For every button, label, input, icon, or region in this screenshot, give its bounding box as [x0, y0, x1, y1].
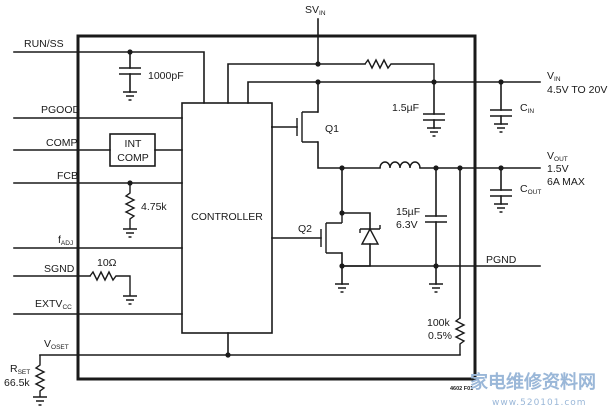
run-ss-ground: [123, 91, 137, 101]
schottky-diode: [359, 225, 381, 245]
q2-ground: [335, 283, 349, 293]
vout-label: VOUT: [547, 150, 568, 163]
figure-id: 4602 F01: [450, 386, 473, 392]
svin-ground: [427, 127, 441, 137]
c-runss-label: 1000pF: [148, 70, 184, 82]
cin-capacitor: [490, 109, 512, 117]
cin-ground: [494, 123, 508, 133]
vin-rail: [247, 81, 541, 104]
vout-current: 6A MAX: [547, 176, 585, 188]
q2-label: Q2: [298, 223, 312, 235]
c-out-internal-rating: 6.3V: [396, 219, 418, 231]
pin-fadj-label: fADJ: [58, 234, 73, 247]
controller-block: [181, 102, 273, 334]
q2-mosfet: [320, 213, 343, 254]
c-out-internal-label: 15µF: [396, 206, 420, 218]
vin-label: VIN: [547, 70, 561, 83]
pin-run-ss-label: RUN/SS: [24, 38, 64, 50]
sgnd-ground: [123, 295, 137, 305]
pin-extvcc-label: EXTVCC: [35, 298, 72, 311]
r-fcb-label: 4.75k: [141, 201, 167, 213]
svin-capacitor: [423, 113, 445, 121]
cout-internal-capacitor: [425, 215, 447, 223]
cout-internal-ground: [429, 283, 443, 293]
fcb-ground: [123, 228, 137, 238]
watermark-text: 家电维修资料网: [470, 371, 596, 393]
pin-voset-label: VOSET: [44, 338, 69, 351]
fcb-resistor: [124, 183, 136, 229]
controller-label: CONTROLLER: [191, 211, 263, 223]
pin-sgnd-label: SGND: [44, 263, 75, 275]
pin-comp-label: COMP: [46, 137, 78, 149]
pin-pgood-label: PGOOD: [41, 104, 81, 116]
run-ss-wire: [13, 51, 205, 104]
cout-label: COUT: [520, 183, 541, 196]
r-sgnd-label: 10Ω: [97, 257, 117, 269]
svin-label: SVIN: [305, 4, 326, 17]
rset-value: 66.5k: [4, 377, 30, 389]
rset-label: RSET: [10, 363, 30, 376]
r-pg-label: 100k: [427, 317, 451, 329]
run-ss-capacitor: [119, 67, 141, 75]
module-outline: [76, 34, 477, 381]
r-pg-resistor: [454, 317, 466, 355]
cin-label: CIN: [520, 102, 534, 115]
rset-resistor: [34, 355, 46, 397]
cout-ground: [494, 203, 508, 213]
vout-voltage: 1.5V: [547, 163, 569, 175]
q1-mosfet: [296, 111, 318, 143]
pgnd-label: PGND: [486, 254, 517, 266]
q1-label: Q1: [325, 123, 339, 135]
rset-ground: [33, 396, 47, 406]
watermark-url: www.520101.com: [492, 398, 587, 408]
cout-capacitor: [490, 189, 512, 197]
int-comp-label-2: COMP: [117, 152, 149, 164]
svin-resistor: [364, 58, 435, 82]
r-pg-tolerance: 0.5%: [428, 330, 452, 342]
inductor: [379, 161, 421, 169]
pin-fcb-label: FCB: [57, 170, 78, 182]
sgnd-resistor: [89, 270, 131, 296]
int-comp-label-1: INT: [125, 138, 143, 150]
sw-node-wire: [317, 141, 381, 169]
c-sv-label: 1.5µF: [392, 102, 419, 114]
vin-range: 4.5V TO 20V: [547, 84, 607, 96]
